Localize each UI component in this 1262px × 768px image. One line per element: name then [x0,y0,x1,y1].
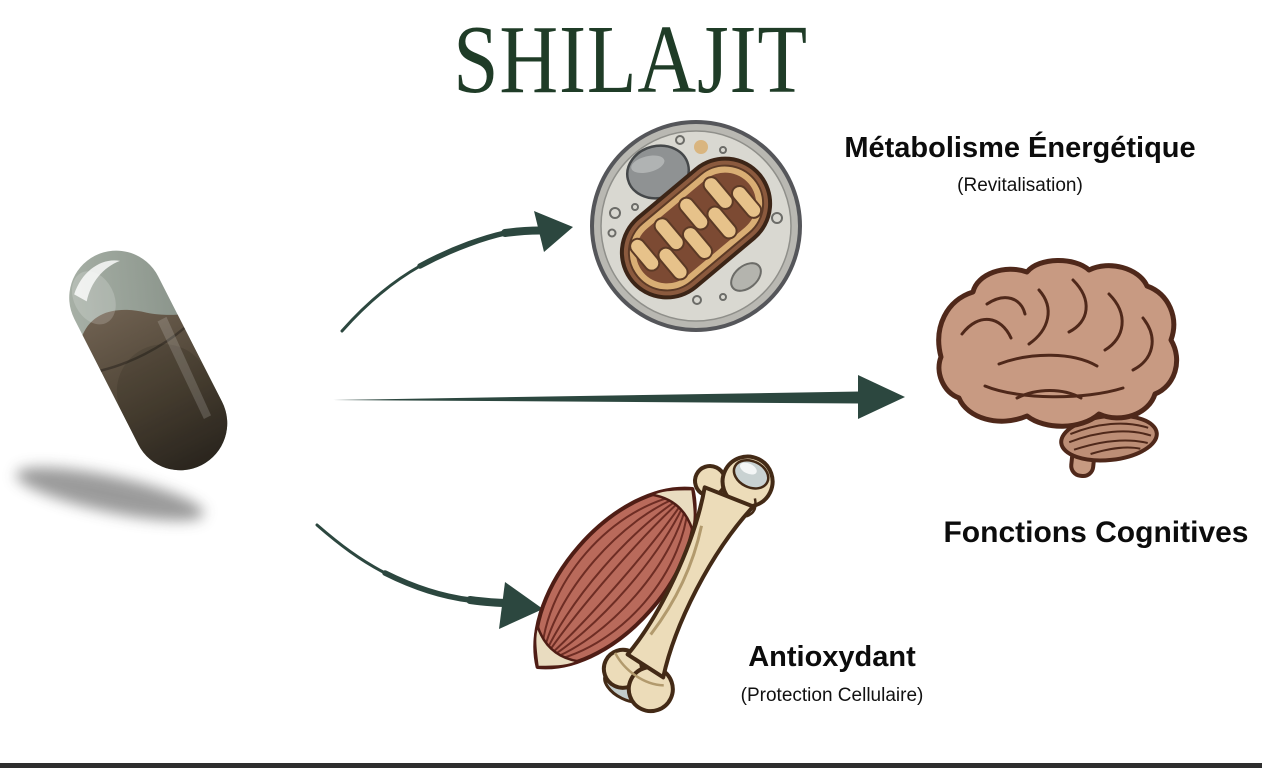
mitochondrion [619,156,773,300]
vesicle-tan [694,140,708,154]
bottom-edge-bar [0,763,1262,768]
sublabel-revitalisation: (Revitalisation) [957,175,1083,196]
cell-mitochondria-icon [590,120,802,332]
capsule-icon [69,250,228,471]
tendon-top [648,487,697,534]
bone-icon [601,454,775,714]
page-title-text: SHILAJIT [453,6,809,114]
arrow-to-cognitives [333,375,905,419]
organelle-bean [730,262,762,292]
label-fonctions-cognitives: Fonctions Cognitives [943,516,1249,549]
muscle-icon [533,486,697,670]
label-antioxydant: Antioxydant [748,641,916,673]
capsule-shadow [16,467,204,521]
label-metabolisme-energetique: Métabolisme Énergétique [844,132,1196,164]
arrow-to-metabolisme [340,211,573,333]
nucleus [626,144,690,200]
page-title: SHILAJIT [0,10,1262,110]
organelle-dots [607,135,783,305]
tendon-bottom [533,622,582,669]
brain-icon [936,258,1180,479]
sublabel-protection-cellulaire: (Protection Cellulaire) [740,685,924,706]
arrow-to-antioxydant [315,523,543,629]
cerebrum [936,258,1180,429]
